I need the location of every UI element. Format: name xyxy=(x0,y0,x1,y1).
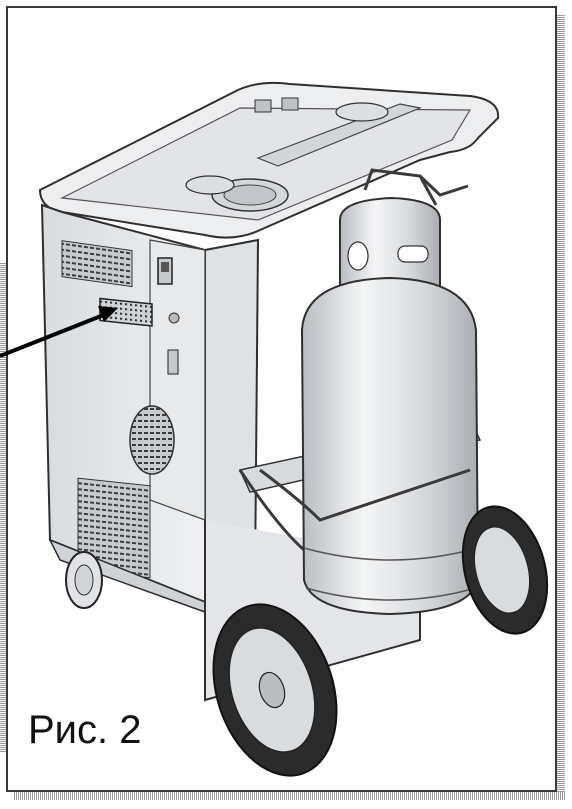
front-wheel xyxy=(212,603,338,777)
machine-top-tray xyxy=(38,81,500,239)
frame-shadow-bottom xyxy=(14,792,565,800)
gas-cylinder xyxy=(259,196,480,616)
rear-wheel xyxy=(461,505,549,635)
adjacent-frame-edge xyxy=(0,262,6,752)
figure-caption: Рис. 2 xyxy=(28,708,142,752)
arrow-pointer xyxy=(0,306,118,358)
frame-shadow-right xyxy=(557,14,565,798)
machine-body xyxy=(40,203,260,614)
caster-wheel xyxy=(65,551,103,609)
